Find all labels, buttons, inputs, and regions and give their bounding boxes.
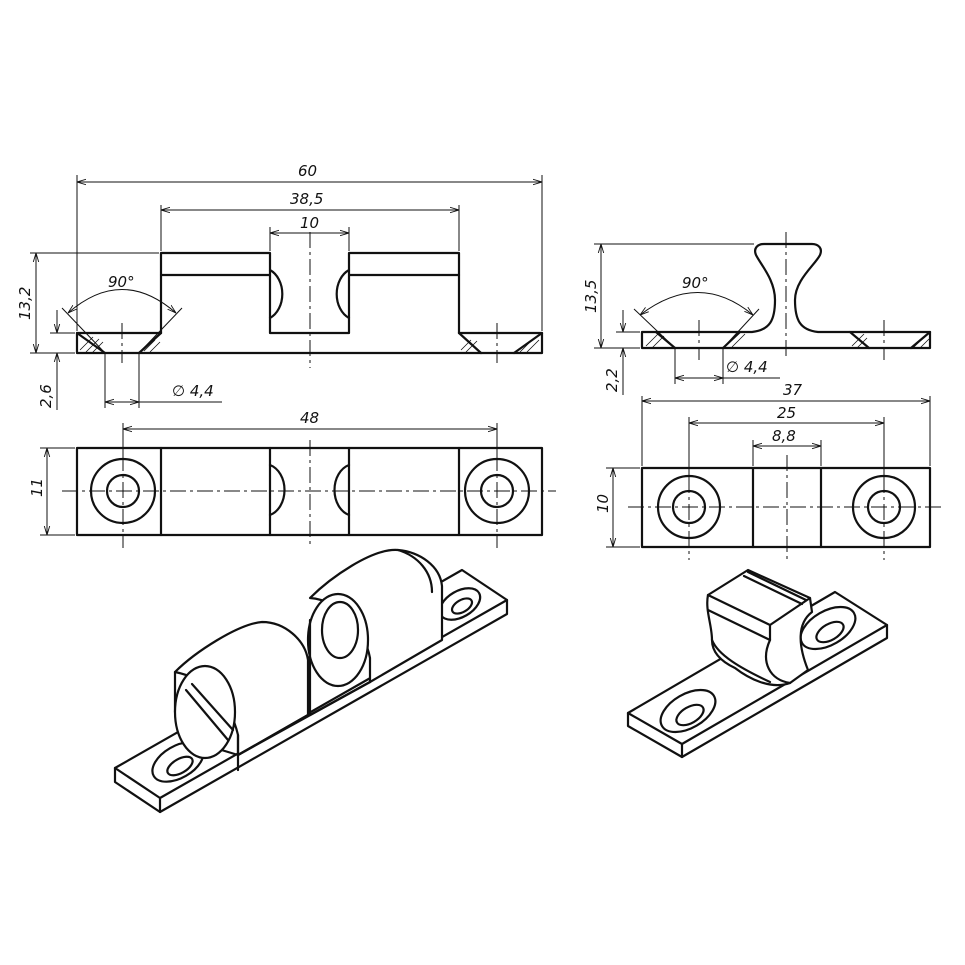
right-outline: [640, 242, 932, 350]
dim-angle: 90°: [108, 273, 135, 291]
dim-base-thickness-right: 2,2: [603, 368, 621, 392]
dim-gap-width: 10: [300, 214, 319, 232]
left-top-dimensions: 48 11: [28, 409, 498, 536]
right-dimensions: 13,5 2,2 90° ∅ 4,4: [582, 243, 780, 395]
right-top-view: [628, 450, 944, 560]
dim-angle-right: 90°: [682, 274, 709, 292]
dim-height-right: 13,5: [582, 280, 600, 313]
left-top-view: [62, 428, 556, 548]
dim-head-width: 8,8: [772, 427, 796, 445]
left-base-plate: [75, 331, 544, 355]
left-front-view: [75, 232, 544, 368]
dim-overall-length-right: 37: [783, 381, 803, 399]
dim-height: 13,2: [16, 287, 34, 320]
left-hatching: [79, 336, 540, 354]
dim-width: 11: [28, 478, 46, 497]
dim-hole-diameter: ∅ 4,4: [172, 382, 214, 400]
dim-overall-length: 60: [298, 162, 317, 180]
dim-hole-spacing-right: 25: [777, 404, 796, 422]
right-front-view: [640, 232, 932, 360]
dim-hole-spacing: 48: [300, 409, 319, 427]
left-isometric-view: [113, 548, 509, 814]
right-isometric-view: [626, 568, 889, 759]
dim-width-right: 10: [594, 494, 612, 513]
dim-base-thickness: 2,6: [37, 384, 55, 408]
dim-hole-diameter-right: ∅ 4,4: [726, 358, 768, 376]
dim-body-length: 38,5: [290, 190, 323, 208]
right-top-dimensions: 37 25 8,8 10: [594, 381, 931, 548]
left-dimensions: 60 38,5 10 13,2 2,6 90° ∅ 4,4: [16, 162, 543, 410]
